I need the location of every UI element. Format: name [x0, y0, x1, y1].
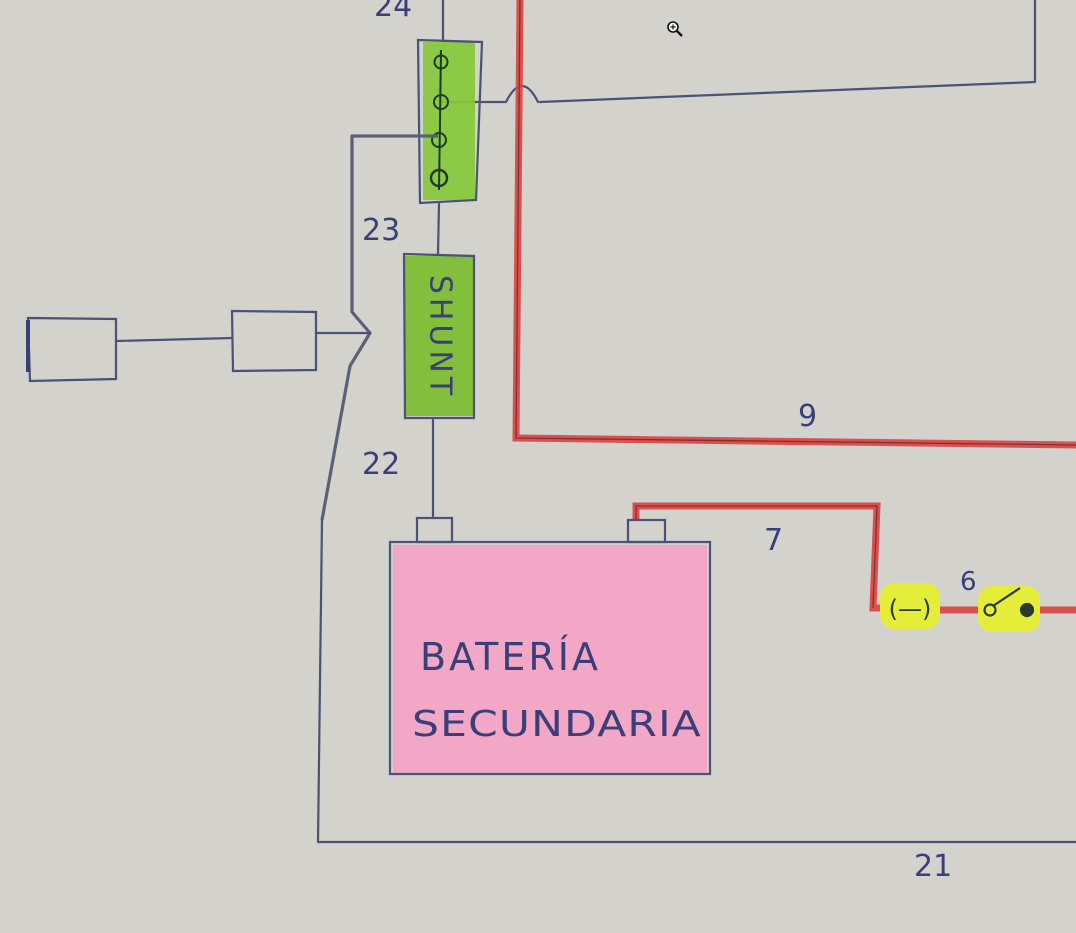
- battery-outline: [388, 540, 712, 776]
- zoom-in-icon[interactable]: [667, 21, 683, 37]
- fuse-symbol: (—): [889, 595, 932, 623]
- shunt-fill: [405, 256, 473, 416]
- upper-component-outline: [538, 0, 1037, 104]
- wire-23: [436, 201, 441, 256]
- monitor-link-wire: [114, 336, 234, 343]
- switch-lever: [992, 587, 1021, 607]
- battery-label-line2: SECUNDARIA: [412, 704, 702, 745]
- red-wire-7-core: [635, 505, 878, 609]
- wire-label-23: 23: [362, 213, 400, 248]
- battery-fill: [393, 545, 707, 773]
- wire-label-24: 24: [374, 0, 412, 24]
- wire-label-9: 9: [798, 399, 817, 434]
- terminal-link: [438, 49, 442, 191]
- shunt-outline: [402, 252, 476, 420]
- switch-highlight: [978, 586, 1040, 632]
- fuse-highlight: [880, 583, 940, 629]
- wire-label-6: 6: [960, 567, 977, 597]
- monitor-unit-outline: [230, 309, 318, 373]
- wire-21: [316, 518, 1076, 844]
- switch-symbol: [983, 587, 1035, 618]
- bus-bar-outline: [416, 38, 484, 205]
- wire-label-21: 21: [914, 849, 952, 884]
- wire-label-7: 7: [764, 523, 783, 558]
- sense-cable: [320, 134, 438, 521]
- shunt-label: SHUNT: [423, 275, 458, 399]
- switch-contact: [1019, 602, 1035, 618]
- red-wire-9-core: [515, 0, 1076, 446]
- battery-label-line1: BATERÍA: [420, 635, 601, 679]
- wire-label-22: 22: [362, 447, 400, 482]
- zoom-handle: [676, 30, 683, 37]
- switch-contact: [983, 603, 997, 617]
- bus-bar-terminals: [429, 49, 449, 191]
